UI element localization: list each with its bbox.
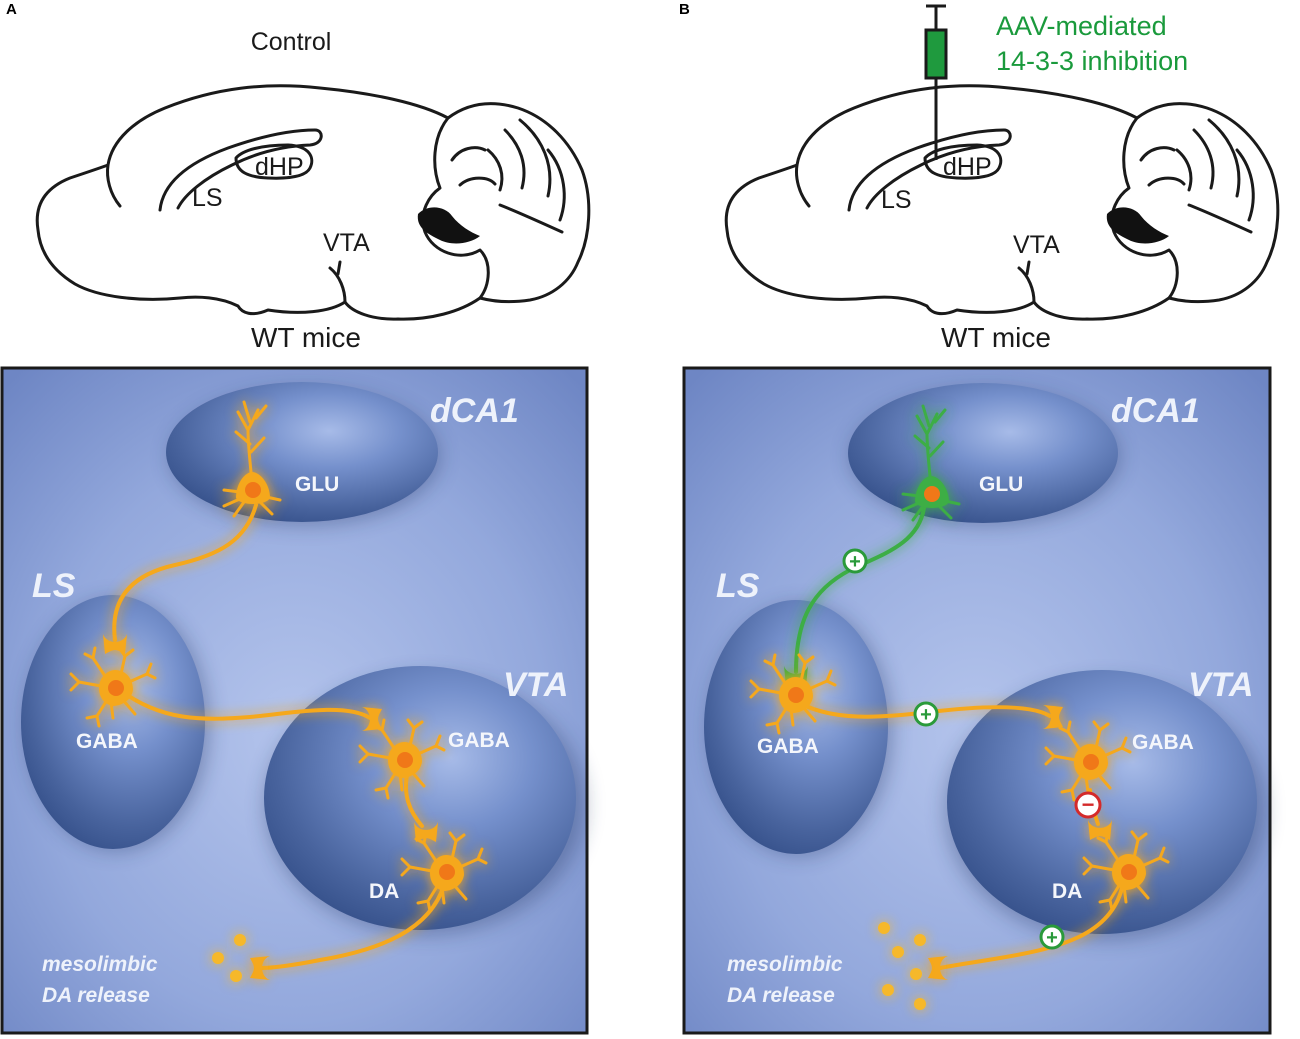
panel-b-excitatory-sign-1: +	[842, 548, 868, 574]
panel-b-region-label-vta: VTA	[1188, 666, 1253, 704]
panel-a-cell-label-da: DA	[369, 880, 399, 903]
panel-a-region-vta	[264, 666, 585, 935]
panel-b-circuit: dCA1 LS VTA	[682, 366, 1272, 1035]
svg-text:+: +	[920, 704, 932, 726]
panel-a-region-ls	[21, 595, 209, 851]
panel-a-cell-label-vta-gaba: GABA	[448, 729, 510, 752]
panel-b-letter: B	[679, 1, 690, 18]
panel-a-caption: WT mice	[251, 322, 361, 353]
panel-b: B AAV-mediated 14-3-3 inhibition dHP LS …	[679, 1, 1280, 1035]
panel-a-release-line-2: DA release	[42, 984, 150, 1007]
panel-b-inhibitory-sign: −	[1074, 791, 1102, 819]
panel-a: A Control dHP LS VTA WT mice dCA1	[0, 1, 591, 1035]
panel-a-region-label-dca1: dCA1	[430, 392, 519, 430]
panel-b-nuclei	[788, 486, 1137, 880]
panel-a-nuclei	[108, 482, 455, 880]
panel-b-caption: WT mice	[941, 322, 1051, 353]
panel-a-region-label-vta: VTA	[503, 666, 568, 704]
panel-b-region-dca1	[848, 383, 1120, 525]
panel-a-letter: A	[6, 1, 17, 18]
panel-a-title: Control	[251, 28, 332, 56]
injection-label-line-1: AAV-mediated	[996, 11, 1167, 41]
injection-label-line-2: 14-3-3 inhibition	[996, 46, 1188, 76]
panel-a-circuit: dCA1 LS VTA	[0, 366, 589, 1035]
panel-b-release-line-2: DA release	[727, 984, 835, 1007]
panel-a-region-label-ls: LS	[32, 567, 76, 605]
panel-a-brain-label-ls: LS	[192, 184, 223, 212]
panel-b-cell-label-ls-gaba: GABA	[757, 735, 819, 758]
panel-b-cell-label-vta-gaba: GABA	[1132, 731, 1194, 754]
panel-b-excitatory-sign-2: +	[913, 701, 939, 727]
panel-b-cell-label-da: DA	[1052, 880, 1082, 903]
panel-a-release-line-1: mesolimbic	[42, 953, 158, 976]
panel-a-cell-label-glu: GLU	[295, 473, 339, 496]
svg-text:+: +	[849, 551, 861, 573]
panel-a-brain-label-vta: VTA	[323, 229, 370, 257]
panel-b-brain-label-ls: LS	[881, 186, 912, 214]
panel-a-region-dca1	[166, 382, 440, 525]
panel-b-region-label-ls: LS	[716, 567, 760, 605]
svg-text:+: +	[1046, 927, 1058, 949]
panel-b-region-vta	[945, 670, 1265, 940]
panel-a-brain-sketch: dHP LS VTA	[35, 84, 591, 321]
panel-b-brain-label-dhp: dHP	[943, 153, 992, 181]
syringe-icon	[924, 4, 948, 160]
panel-b-region-ls	[704, 600, 892, 856]
panel-b-dopamine-vesicles	[878, 922, 926, 1010]
svg-text:−: −	[1082, 792, 1095, 817]
panel-b-brain-sketch: dHP LS VTA	[724, 84, 1280, 321]
panel-a-brain-label-dhp: dHP	[255, 153, 304, 181]
panel-b-region-label-dca1: dCA1	[1111, 392, 1200, 430]
panel-b-excitatory-sign-3: +	[1039, 924, 1065, 950]
panel-a-cell-label-ls-gaba: GABA	[76, 730, 138, 753]
panel-a-dopamine-vesicles	[212, 934, 246, 982]
panel-b-brain-label-vta: VTA	[1013, 231, 1060, 259]
panel-b-cell-label-glu: GLU	[979, 473, 1023, 496]
panel-b-release-line-1: mesolimbic	[727, 953, 843, 976]
